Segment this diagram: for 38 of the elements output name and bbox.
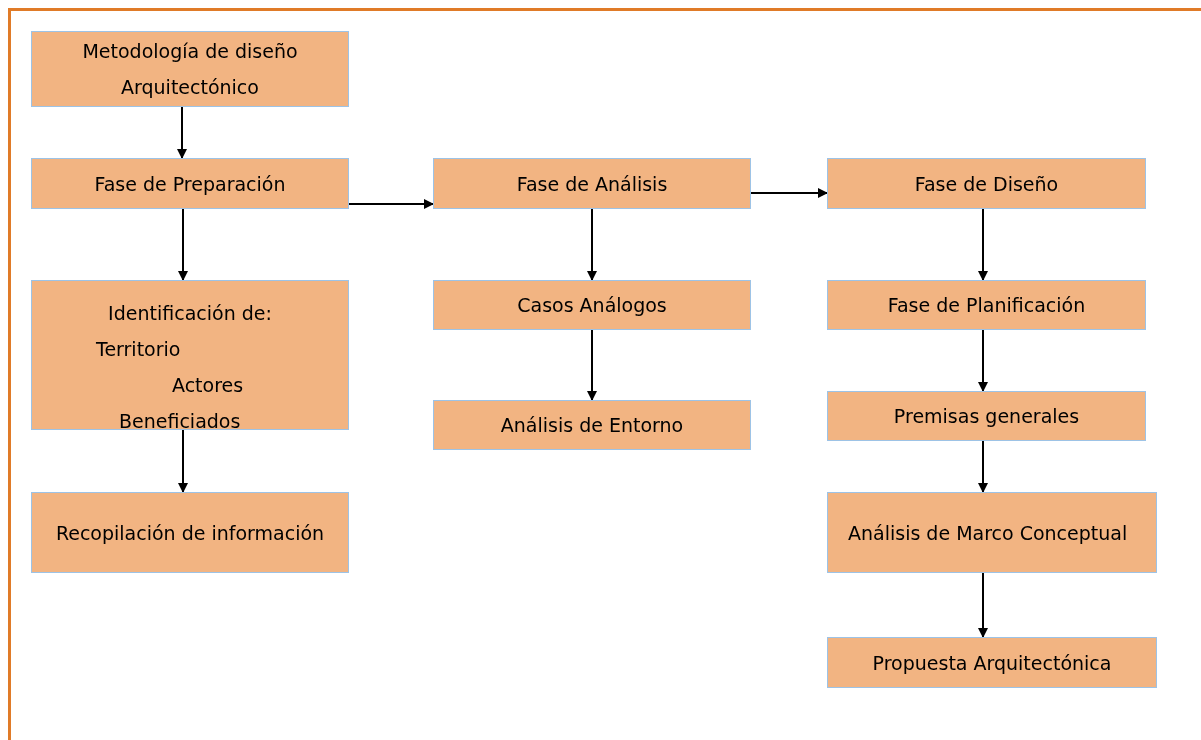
process-box [433,400,751,450]
process-box [827,280,1146,330]
process-box [827,391,1146,441]
box-label: Fase de Preparación [93,171,287,197]
arrow [587,329,597,401]
box-label: Fase de Diseño [913,171,1060,197]
arrow [178,208,188,281]
arrow [978,208,988,281]
box-label: Beneficiados [119,409,241,434]
box-label: Territorio [96,337,181,362]
box-label: Casos Análogos [516,293,668,318]
process-box [433,158,751,209]
process-box [31,280,349,430]
arrow [587,208,597,281]
arrow [177,106,187,159]
box-label: Fase de Planificación [886,293,1087,318]
process-box [433,280,751,330]
process-box [827,158,1146,209]
box-label: Premisas generales [892,404,1081,429]
box-label: Recopilación de información [54,520,326,546]
box-label: Análisis de Entorno [499,413,685,438]
arrow [978,440,988,493]
process-box [827,492,1157,573]
box-label: Actores [172,373,244,398]
box-label: Análisis de Marco Conceptual [847,520,1129,546]
box-label: Fase de Análisis [515,171,669,197]
box-label: Metodología de diseño Arquitectónico [81,39,299,100]
box-label: Identificación de: [108,301,272,326]
process-box [827,637,1157,688]
box-label: Propuesta Arquitectónica [871,650,1113,676]
arrow [750,188,828,198]
arrow [978,572,988,638]
arrow [978,329,988,392]
process-box [31,158,349,209]
process-box [31,492,349,573]
process-box [31,31,349,107]
arrow [178,429,188,493]
arrow [348,199,434,209]
